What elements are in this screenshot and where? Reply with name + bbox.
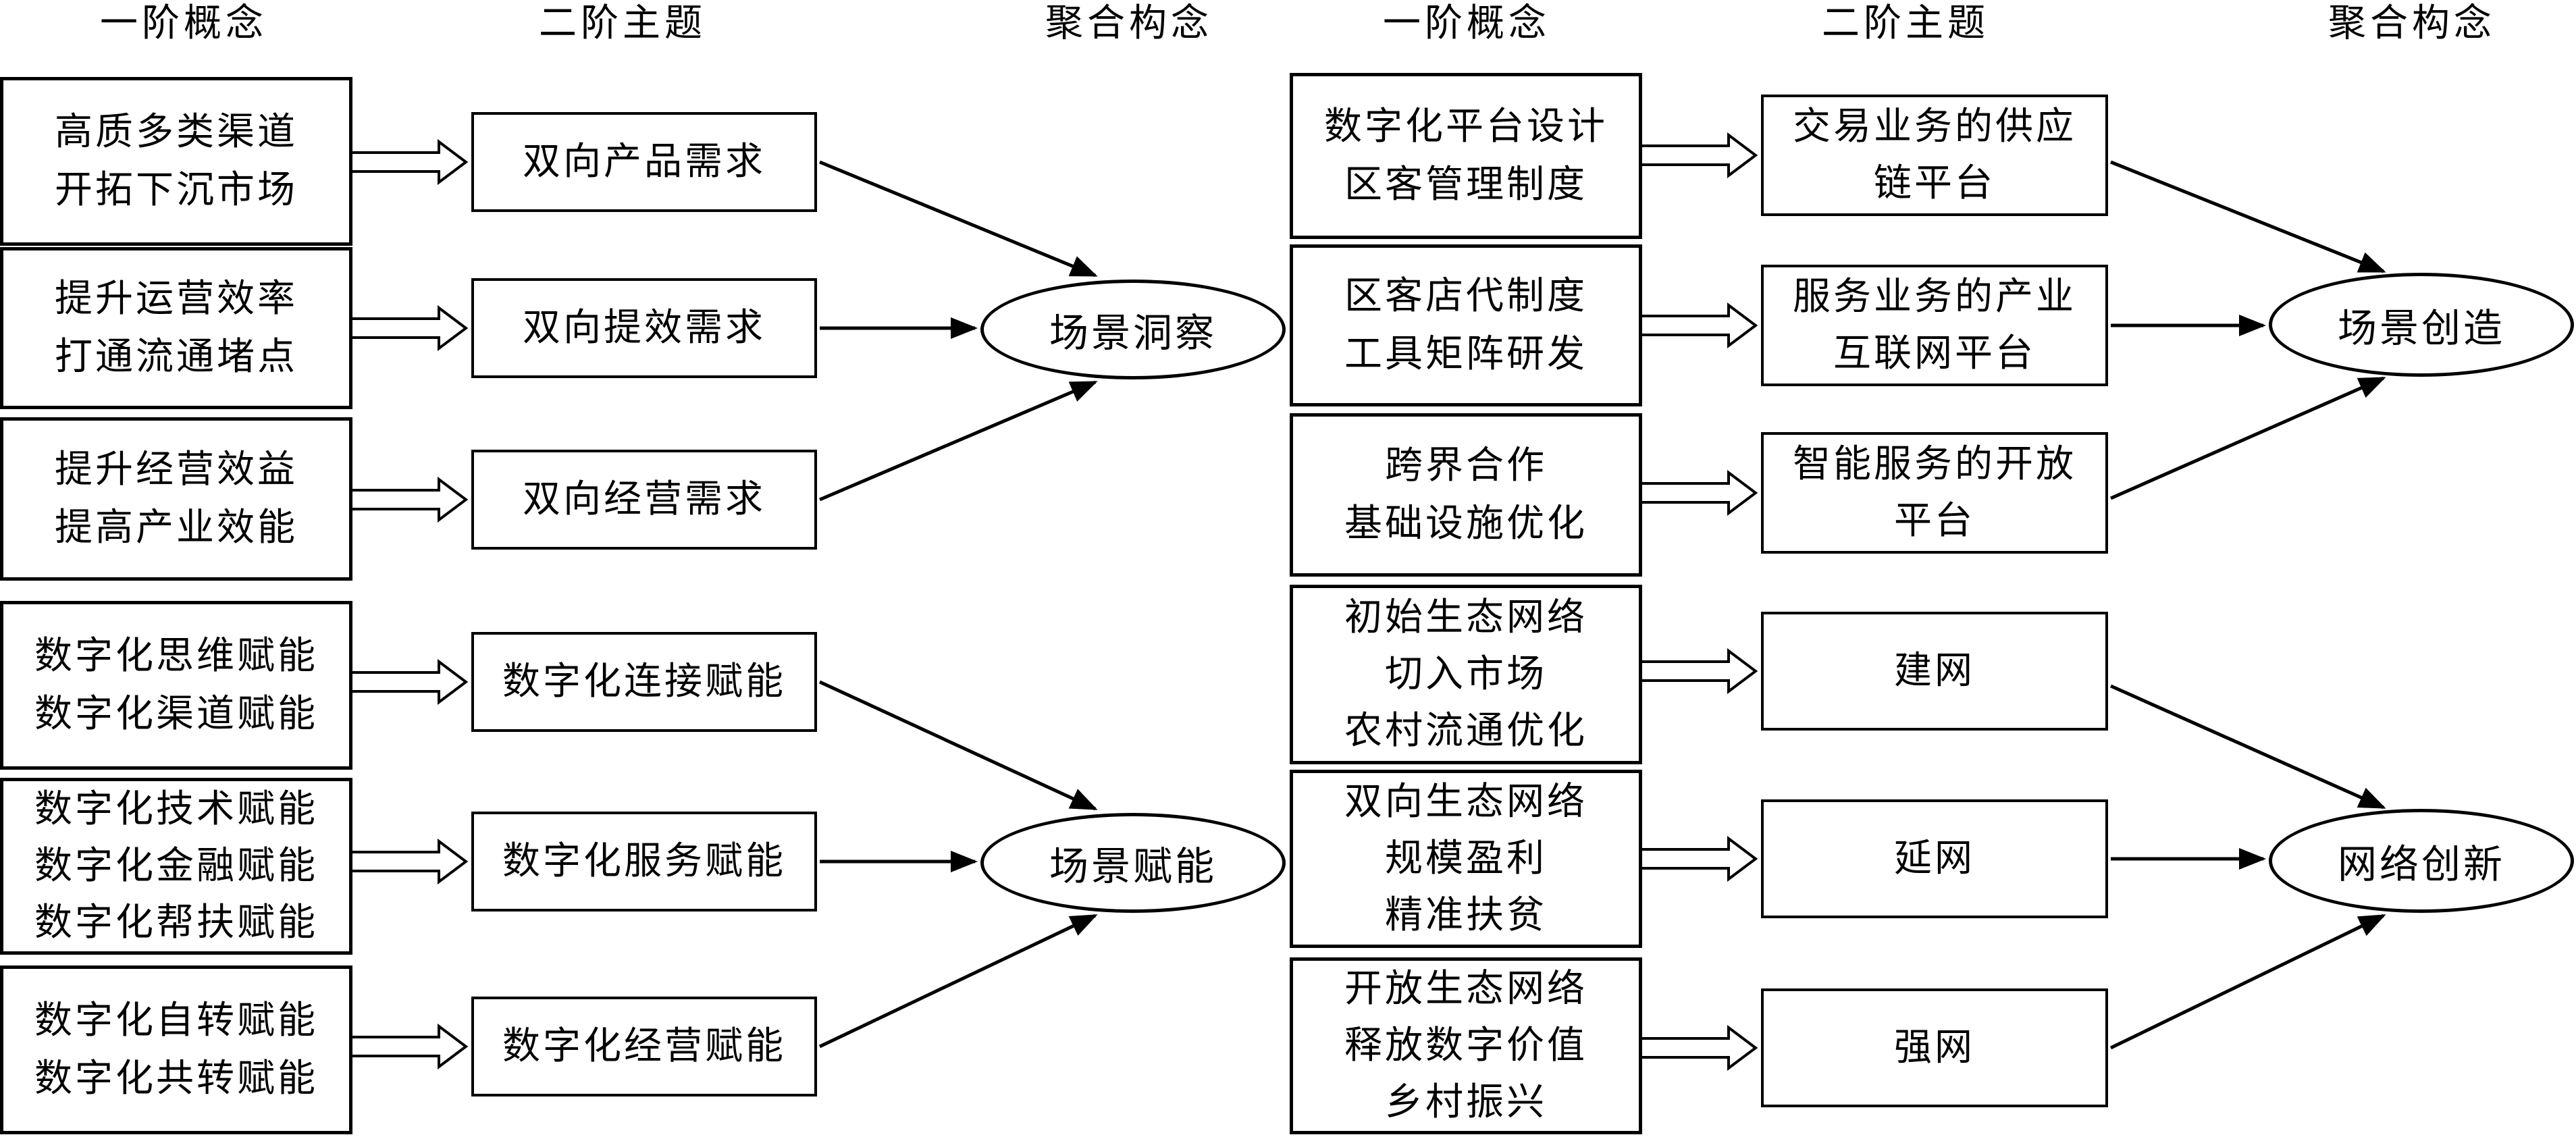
hollow-arrow <box>352 1024 469 1069</box>
header-left-aggregate: 聚合构念 <box>1045 1 1213 45</box>
hollow-arrow <box>352 839 469 884</box>
theme-box: 双向产品需求 <box>471 112 817 212</box>
hollow-arrow <box>352 139 469 185</box>
theme-box: 延网 <box>1761 799 2108 918</box>
arrow <box>819 160 1098 277</box>
hollow-arrow <box>1642 132 1758 178</box>
concept-box: 双向生态网络 规模盈利 精准扶贫 <box>1290 770 1642 948</box>
arrow <box>818 914 1098 1049</box>
concept-box: 提升运营效率 打通流通堵点 <box>0 247 352 409</box>
arrow <box>819 380 1098 502</box>
hollow-arrow <box>352 477 469 523</box>
hollow-arrow <box>1642 1025 1758 1071</box>
theme-box: 建网 <box>1761 612 2108 731</box>
theme-box: 智能服务的开放 平台 <box>1761 432 2108 554</box>
header-right-aggregate: 聚合构念 <box>2328 1 2496 45</box>
concept-box: 初始生态网络 切入市场 农村流通优化 <box>1290 585 1642 764</box>
aggregate-oval: 场景洞察 <box>980 280 1286 379</box>
theme-box: 强网 <box>1761 988 2108 1107</box>
theme-box: 双向经营需求 <box>471 450 817 550</box>
arrow <box>818 680 1098 811</box>
theme-box: 数字化连接赋能 <box>471 632 817 732</box>
header-left-level2: 二阶主题 <box>539 1 706 45</box>
concept-box: 开放生态网络 释放数字价值 乡村振兴 <box>1290 957 1642 1134</box>
concept-box: 数字化技术赋能 数字化金融赋能 数字化帮扶赋能 <box>0 778 352 955</box>
concept-box: 高质多类渠道 开拓下沉市场 <box>0 77 352 246</box>
concept-box: 区客店代制度 工具矩阵研发 <box>1290 244 1642 406</box>
concept-box: 跨界合作 基础设施优化 <box>1290 413 1642 577</box>
aggregate-oval: 场景赋能 <box>980 813 1286 913</box>
arrow <box>2109 914 2386 1050</box>
hollow-arrow <box>1642 836 1758 882</box>
theme-box: 双向提效需求 <box>471 278 817 378</box>
theme-box: 服务业务的产业 互联网平台 <box>1761 265 2108 386</box>
arrow <box>2109 376 2386 500</box>
header-left-level1: 一阶概念 <box>100 1 267 45</box>
hollow-arrow <box>352 305 469 351</box>
theme-box: 交易业务的供应 链平台 <box>1761 95 2108 216</box>
concept-box: 提升经营效益 提高产业效能 <box>0 417 352 581</box>
arrow <box>2110 160 2386 273</box>
concept-box: 数字化思维赋能 数字化渠道赋能 <box>0 601 352 770</box>
header-right-level1: 一阶概念 <box>1383 1 1550 45</box>
header-right-level2: 二阶主题 <box>1822 1 1989 45</box>
hollow-arrow <box>1642 648 1758 694</box>
arrow <box>2109 684 2386 810</box>
concept-box: 数字化平台设计 区客管理制度 <box>1290 73 1642 239</box>
aggregate-oval: 网络创新 <box>2269 809 2574 913</box>
hollow-arrow <box>1642 470 1758 516</box>
hollow-arrow <box>1642 302 1758 348</box>
theme-box: 数字化经营赋能 <box>471 997 817 1096</box>
concept-box: 数字化自转赋能 数字化共转赋能 <box>0 966 352 1134</box>
theme-box: 数字化服务赋能 <box>471 812 817 911</box>
aggregate-oval: 场景创造 <box>2269 273 2574 377</box>
hollow-arrow <box>352 659 469 705</box>
